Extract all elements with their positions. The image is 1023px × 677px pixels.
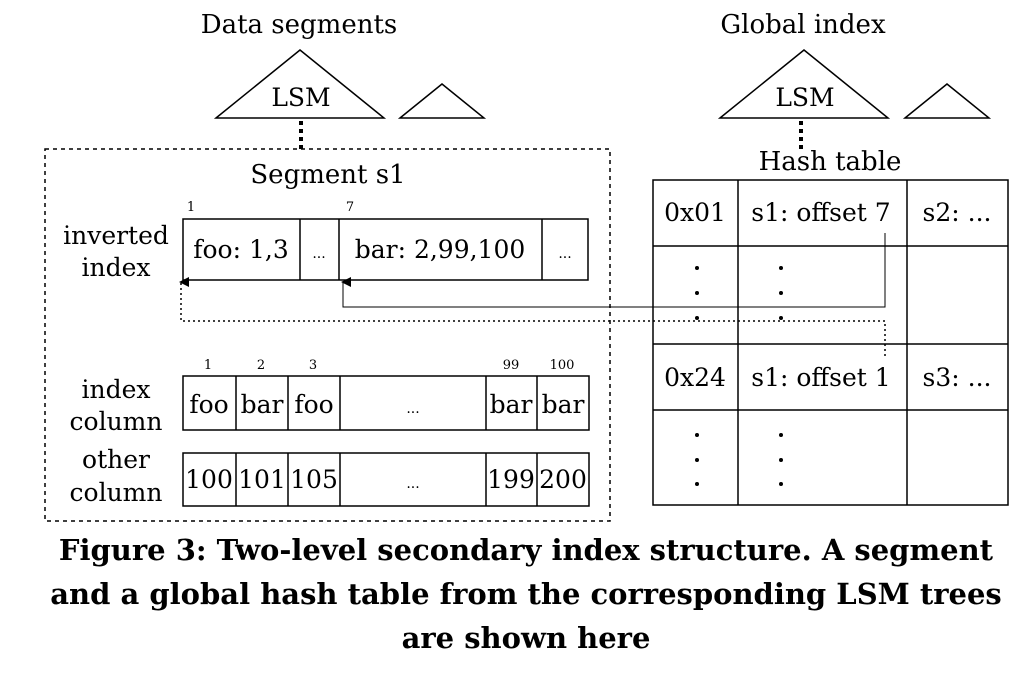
pointer-offset-1-to-foo xyxy=(179,277,886,356)
index-column-label-2: column xyxy=(70,407,163,436)
hash-table-title: Hash table xyxy=(759,147,902,177)
index-column-row xyxy=(182,375,590,431)
hash-table-grid xyxy=(652,179,1009,506)
hash-value-s1-offset-7: s1: offset 7 xyxy=(751,198,890,227)
index-cell-100: bar xyxy=(542,390,585,419)
other-cell-ellipsis: ... xyxy=(406,476,419,492)
lsm-label-left: LSM xyxy=(271,83,330,112)
index-cell-2: bar xyxy=(241,390,284,419)
lsm-tree-triangle-left xyxy=(213,49,387,119)
hash-key-0x24: 0x24 xyxy=(664,363,726,392)
inverted-cell-bar: bar: 2,99,100 xyxy=(355,235,526,264)
hash-key-0x01: 0x01 xyxy=(664,198,726,227)
small-tree-triangle-left xyxy=(397,83,487,119)
index-cell-99: bar xyxy=(490,390,533,419)
inverted-position-1: 1 xyxy=(187,200,195,215)
hash-value-s2: s2: ... xyxy=(923,198,992,227)
column-position-99: 99 xyxy=(503,358,520,373)
index-column-label-1: index xyxy=(82,375,151,404)
column-position-100: 100 xyxy=(550,358,575,373)
inverted-index-label-1: inverted xyxy=(63,221,169,250)
inverted-position-7: 7 xyxy=(346,200,354,215)
small-tree-triangle-right xyxy=(902,83,992,119)
index-cell-3: foo xyxy=(294,390,333,419)
index-cell-ellipsis: ... xyxy=(406,401,419,417)
data-segments-header: Data segments xyxy=(201,10,398,40)
other-cell-3: 105 xyxy=(290,465,338,494)
column-position-2: 2 xyxy=(257,358,265,373)
pointer-offset-7-to-bar xyxy=(341,233,886,308)
hash-value-s3: s3: ... xyxy=(923,363,992,392)
other-column-label-1: other xyxy=(82,445,150,474)
index-cell-1: foo xyxy=(189,390,228,419)
lsm-tree-triangle-right xyxy=(717,49,891,119)
inverted-cell-ellipsis-1: ... xyxy=(312,246,325,262)
other-column-label-2: column xyxy=(70,478,163,507)
column-position-3: 3 xyxy=(309,358,317,373)
caption-line-1: Figure 3: Two-level secondary index stru… xyxy=(59,533,994,567)
hash-value-s1-offset-1: s1: offset 1 xyxy=(751,363,890,392)
segment-box xyxy=(44,148,611,522)
inverted-index-row xyxy=(182,218,589,281)
inverted-cell-ellipsis-2: ... xyxy=(558,246,571,262)
hash-table-vertical-dots xyxy=(695,266,783,486)
inverted-index-label-2: index xyxy=(82,253,151,282)
other-column-row xyxy=(182,452,590,507)
global-index-header: Global index xyxy=(720,10,886,40)
other-cell-100: 200 xyxy=(539,465,587,494)
other-cell-99: 199 xyxy=(487,465,535,494)
caption-line-2: and a global hash table from the corresp… xyxy=(50,577,1002,611)
inverted-cell-foo: foo: 1,3 xyxy=(193,235,288,264)
column-position-1: 1 xyxy=(204,358,212,373)
lsm-label-right: LSM xyxy=(775,83,834,112)
caption-line-3: are shown here xyxy=(402,621,651,655)
segment-title: Segment s1 xyxy=(250,160,405,190)
other-cell-1: 100 xyxy=(185,465,233,494)
other-cell-2: 101 xyxy=(238,465,286,494)
